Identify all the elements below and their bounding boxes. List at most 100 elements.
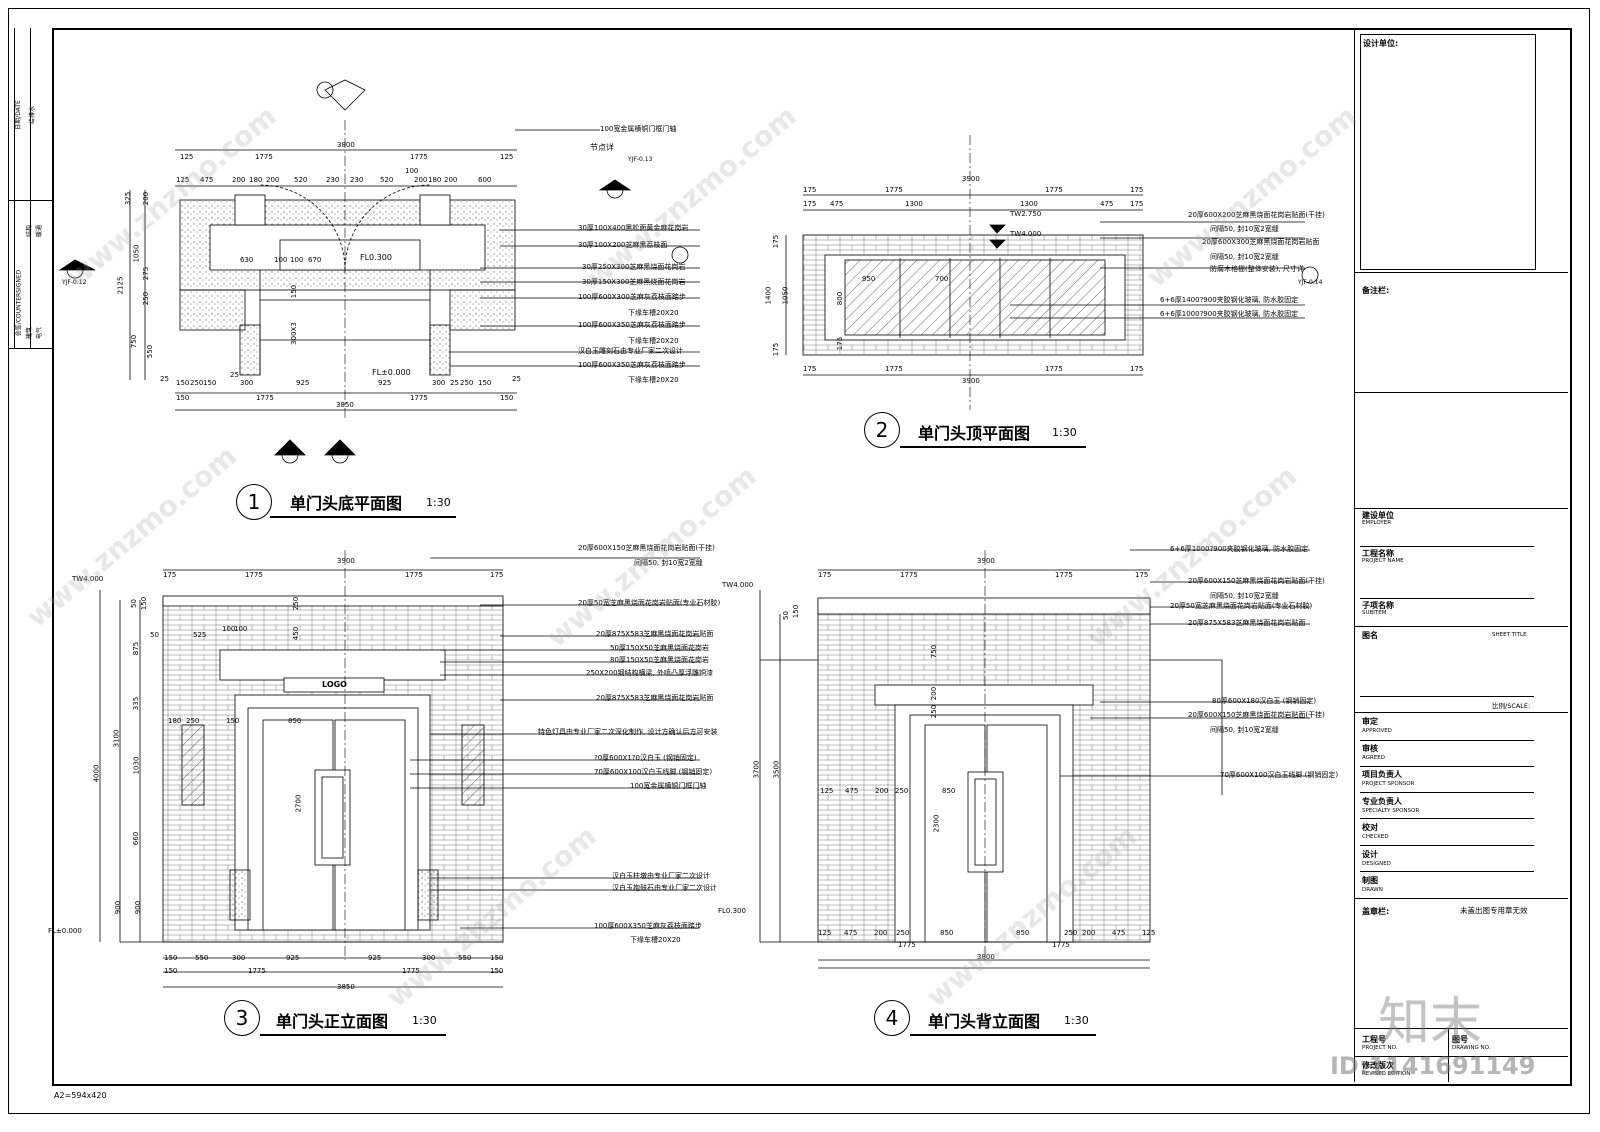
elev-4-note: 20厚50宽芝麻黑烧面花岗岩贴面(专业石材胶) [1170, 602, 1313, 610]
subitem-en: SUBITEM [1362, 610, 1387, 616]
elev-3-note: 下缘车槽20X20 [630, 936, 681, 944]
plan-1-left-dim: 550 [146, 344, 155, 359]
elev-3-note: 间隔50, 封10宽2宽缝 [634, 559, 703, 567]
plan-2-left-dim: 1050 [781, 286, 790, 305]
title-block-line [1354, 1056, 1568, 1057]
elev-3-overall-dim: 3900 [337, 557, 355, 565]
sheet-outer-border [8, 8, 1590, 1114]
elev-3-left-dim: 900 [134, 900, 143, 915]
plan-2-top-dim2: 1300 [1020, 200, 1038, 208]
plan-1-top-dim2: 125 [176, 176, 190, 184]
elev-4-bottom-dim: 850 [940, 929, 954, 937]
elev-4-note: 20厚600X150芝麻黑烧面花岗岩贴面(干挂) [1188, 711, 1325, 719]
project-name-label: 工程名称 [1362, 549, 1394, 558]
plan-2-top-dim2: 175 [803, 200, 817, 208]
drawn-en: DRAWN [1362, 887, 1383, 893]
elev-3-bottom-dim: 150 [490, 954, 504, 962]
plan-2-note: 6+6厚1400?900夹胶钢化玻璃, 防水胶固定 [1160, 296, 1299, 304]
elev-3-bottom-dim2: 150 [490, 967, 504, 975]
elev-3-note: 70厚600X100汉白玉线脚 (钢销固定) [594, 768, 713, 776]
plan-2-note: 20厚600X200芝麻黑烧面花岗岩贴面(干挂) [1188, 211, 1325, 219]
view-4-scale: 1:30 [1064, 1014, 1089, 1027]
plan-1-detail-tag: YJF-0.13 [628, 156, 653, 163]
elev-4-bottom-dim2: 1775 [1052, 941, 1070, 949]
elev-3-left-dim: 50 [129, 599, 138, 608]
plan-1-bottom-dim2: 150 [500, 394, 514, 402]
title-block-divider [1354, 392, 1568, 393]
elev-3-top-dim: 175 [163, 571, 177, 579]
plan-1-top-dim2: 520 [294, 176, 308, 184]
elev-3-logo: LOGO [322, 680, 347, 689]
scale-label: 比例/SCALE: [1492, 702, 1531, 710]
elev-4-bottom-dim: 850 [1016, 929, 1030, 937]
plan-1-note: 100宽金属横铜门框门轴 [600, 125, 677, 133]
plan-1-left-dim: 750 [130, 334, 139, 349]
project-sponsor-label: 项目负责人 [1362, 770, 1402, 779]
designed-label: 设计 [1362, 850, 1378, 859]
elev-4-left-dim: 3700 [752, 760, 761, 779]
plan-1-left-dim: 2125 [116, 276, 125, 295]
elevation-3-front [99, 550, 700, 988]
plan-2-bottom-dim: 1775 [885, 365, 903, 373]
elev-4-top-dim: 175 [818, 571, 832, 579]
plan-1-left-dim: 250 [142, 291, 151, 306]
plan-2-inner-dim: 700 [935, 275, 949, 283]
elev-4-overall-bottom: 3800 [977, 953, 995, 961]
plan-1-top-dim2: 180 [249, 176, 263, 184]
elev-3-inner-dim: 450 [292, 626, 301, 641]
elev-4-note: 20厚600X150芝麻黑烧面花岗岩贴面(干挂) [1188, 577, 1325, 585]
elev-3-inner-dim: 250 [186, 717, 200, 725]
plan-1-note: 100厚600X300芝麻灰荔枝面踏步 [578, 293, 686, 301]
view-4-title: 单门头背立面图 [928, 1012, 1041, 1031]
drawn-label: 制图 [1362, 876, 1378, 885]
title-block-border [1354, 28, 1355, 1082]
view-1-scale: 1:30 [426, 496, 451, 509]
plan-2-bottom-dim: 175 [803, 365, 817, 373]
elev-4-note: 20厚875X583芝麻黑烧面花岗岩贴面 [1188, 619, 1306, 627]
design-unit-label: 设计单位: [1363, 39, 1399, 48]
title-block-line [1354, 712, 1568, 713]
plan-1-top-dim2: 200 [232, 176, 246, 184]
elev-3-note: 特色灯具由专业厂家二次深化制作, 设计方确认后方可安装 [538, 728, 718, 736]
elev-4-bottom-dim: 125 [818, 929, 832, 937]
elev-3-inner-dim: 50 [150, 631, 159, 639]
title-block-line [1354, 1028, 1568, 1029]
plan-1-bottom-dim: 150 [176, 379, 190, 387]
plan-1-bottom-dim: 925 [378, 379, 392, 387]
elev-3-left-dim: 875 [132, 641, 141, 656]
elev-3-inner-dim: 250 [292, 596, 301, 611]
plan-1-top-dim2: 200 [414, 176, 428, 184]
title-block-line [1360, 696, 1534, 697]
plan-1-note: 下缘车槽20X20 [628, 309, 679, 317]
elev-4-inner-dim: 125 [820, 787, 834, 795]
plan-2-note: 间隔50, 封10宽2宽缝 [1210, 225, 1279, 233]
elev-3-bottom-dim2: 1775 [402, 967, 420, 975]
approved-label: 审定 [1362, 717, 1378, 726]
elev-4-left-dim: 3500 [772, 760, 781, 779]
title-block-line [1360, 546, 1534, 547]
title-block-line [1360, 740, 1534, 741]
plan-2-note: 间隔50, 封10宽2宽缝 [1210, 253, 1279, 261]
elev-3-bottom-dim: 300 [232, 954, 246, 962]
elev-3-note: 汉白玉抱鼓石由专业厂家二次设计 [612, 884, 717, 892]
elev-3-note: 20厚875X583芝麻黑烧面花岗岩贴面 [596, 694, 714, 702]
elev-3-note: 20厚875X583芝麻黑烧面花岗岩贴面 [596, 630, 714, 638]
plan-2-note: 20厚600X300芝麻黑烧面花岗岩贴面 [1202, 238, 1320, 246]
elev-3-inner-dim: 180 [168, 717, 182, 725]
plan-1-note: 下缘车槽20X20 [628, 376, 679, 384]
elev-4-note: 间隔50, 封10宽2宽缝 [1210, 592, 1279, 600]
elev-4-top-dim: 1775 [1055, 571, 1073, 579]
sheet-title-label: 图名 [1362, 631, 1378, 640]
plan-1-overall-dim: 3800 [337, 141, 355, 149]
plan-1-inner-dim: 300X3 [289, 322, 298, 345]
elev-4-inner-dim: 475 [845, 787, 859, 795]
plan-1-level: FL±0.000 [372, 368, 411, 377]
plan-1-bottom-dim: 25 [160, 375, 169, 383]
elev-3-left-dim: 150 [140, 596, 149, 611]
plan-1-note: 30厚150X300芝麻黑烧面花岗岩 [582, 278, 686, 286]
plan-1-inner-dim: 100 [274, 256, 288, 264]
elev-3-note: 250X200钢结构横梁, 外喷凸厚浮雕铜漆 [586, 669, 713, 677]
plan-1-bottom-dim: 925 [296, 379, 310, 387]
plan-2-inner-dim: 800 [836, 291, 845, 306]
plan-2-top-dim: 1775 [885, 186, 903, 194]
